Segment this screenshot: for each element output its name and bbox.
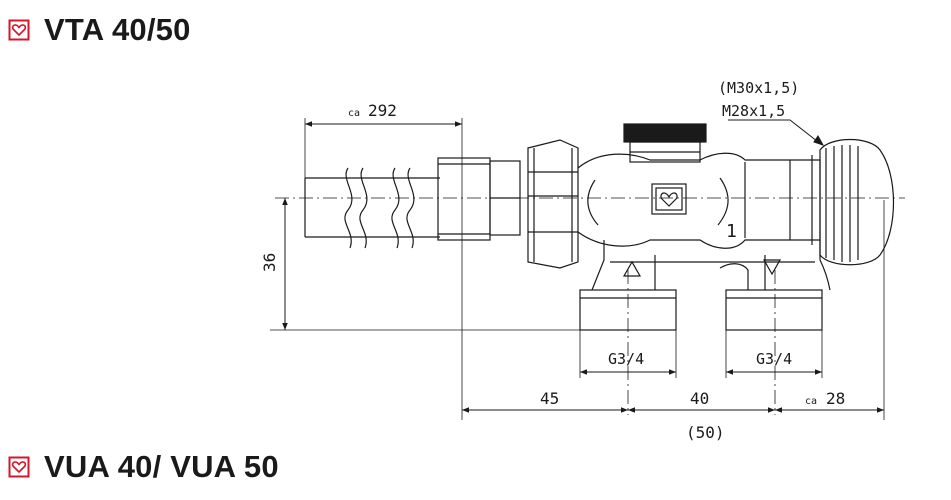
dim-40: 40 — [690, 389, 709, 408]
dim-28-ca: ca — [805, 396, 817, 407]
extension-lines — [270, 118, 885, 420]
dim-292: 292 — [368, 101, 397, 120]
port-number-label: 1 — [726, 221, 737, 242]
dim-50: (50) — [686, 423, 725, 442]
section-heading-vua: VUA 40/ VUA 50 — [8, 449, 279, 485]
dim-45: 45 — [540, 389, 559, 408]
valve-outline — [304, 123, 894, 331]
thread-label-secondary: M28x1,5 — [722, 102, 785, 120]
dimension-labels: (M30x1,5) M28x1,5 ca 292 36 1 G3/4 G3/4 … — [260, 79, 845, 442]
thread-g-left: G3/4 — [608, 350, 644, 368]
dimension-lines — [282, 119, 884, 413]
center-lines — [275, 197, 905, 415]
dim-28: 28 — [826, 389, 845, 408]
section-title: VTA 40/50 — [44, 12, 191, 47]
dim-292-ca: ca — [348, 108, 360, 119]
heart-in-box-icon — [8, 19, 30, 41]
heart-in-box-icon — [8, 456, 30, 478]
section-heading-vta: VTA 40/50 — [8, 12, 191, 48]
section-title: VUA 40/ VUA 50 — [44, 449, 279, 484]
thread-label-primary: (M30x1,5) — [718, 79, 799, 97]
thread-g-right: G3/4 — [756, 350, 792, 368]
dim-36: 36 — [260, 253, 279, 272]
